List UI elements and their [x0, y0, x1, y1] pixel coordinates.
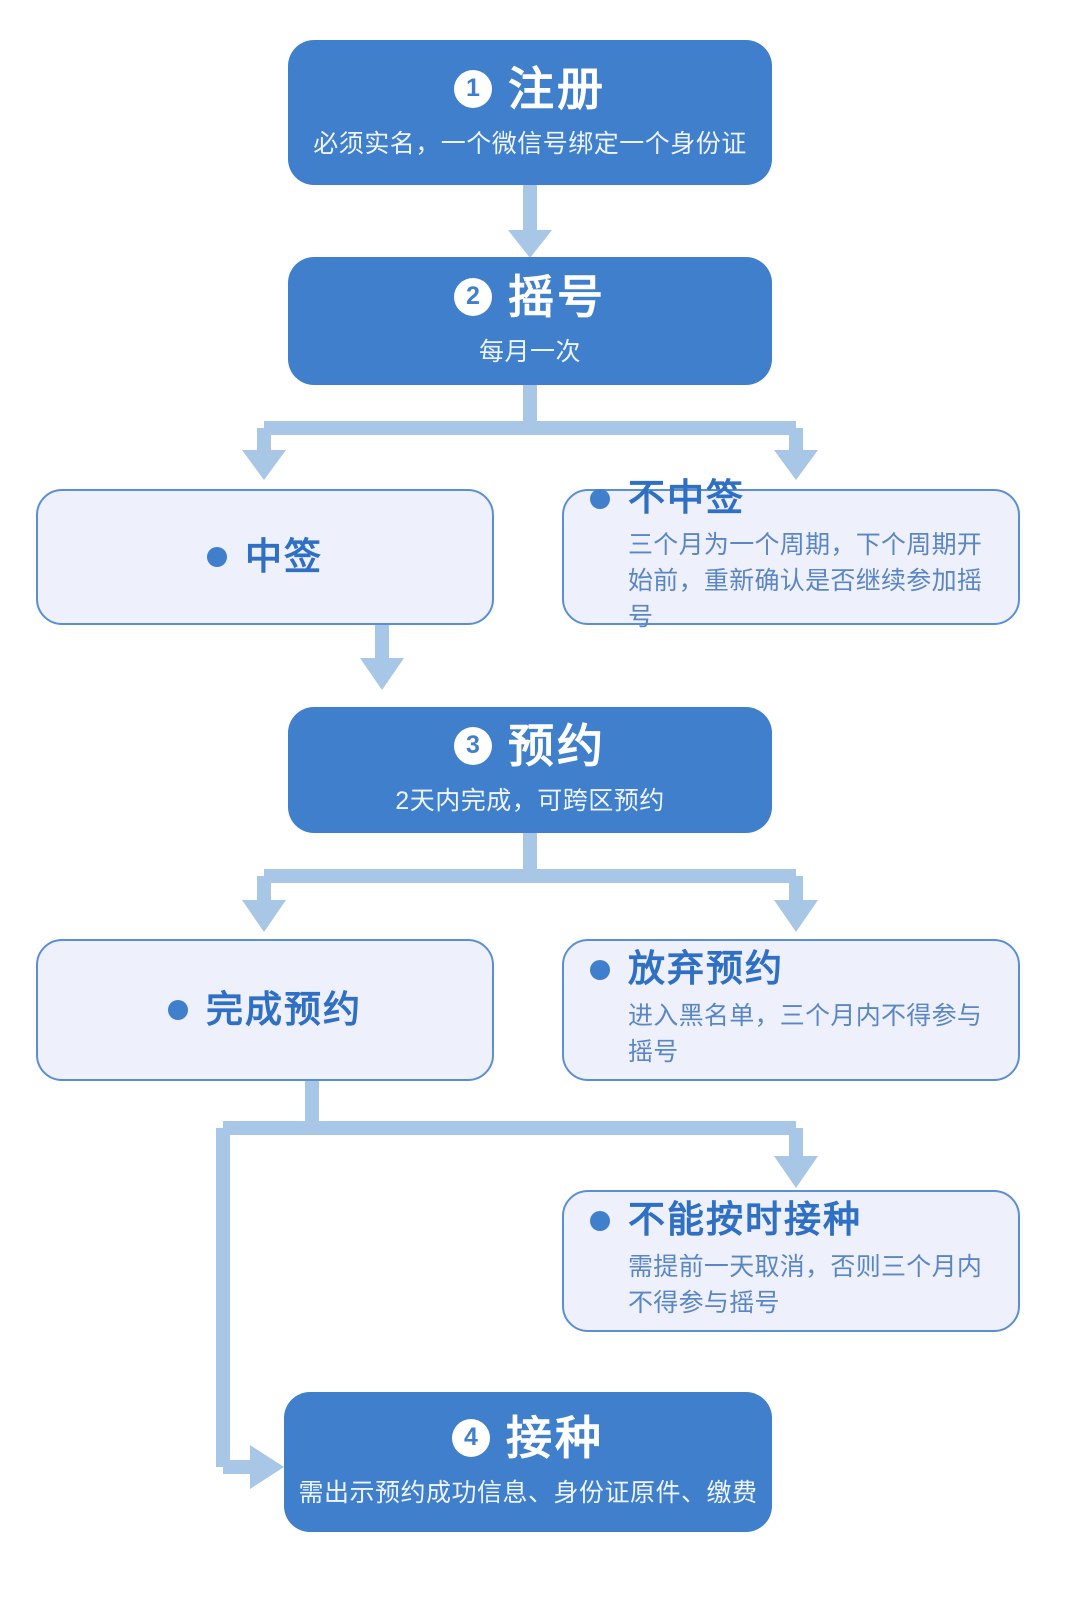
step-3-number-badge: 3 — [454, 727, 492, 765]
connector-step3-split — [242, 833, 818, 932]
step-3-title: 预约 — [508, 720, 606, 772]
bullet-icon — [207, 547, 227, 567]
step-1-title-row: 1 注册 — [454, 66, 606, 112]
step-4-number-badge: 4 — [452, 1419, 490, 1457]
branch-bunenganshijiezhong-heading-row: 不能按时接种 — [590, 1200, 992, 1241]
branch-zhongqian-heading-row: 中签 — [207, 535, 323, 578]
bullet-icon — [590, 1210, 610, 1231]
step-2-subtitle: 每月一次 — [478, 338, 581, 366]
step-1-title: 注册 — [508, 62, 606, 115]
step-4-title-row: 4 接种 — [452, 1415, 604, 1461]
branch-wanchengyuyue-heading-row: 完成预约 — [168, 988, 362, 1031]
step-4-subtitle: 需出示预约成功信息、身份证原件、缴费 — [298, 1479, 758, 1507]
step-card-4[interactable]: 4 接种 需出示预约成功信息、身份证原件、缴费 — [284, 1392, 772, 1532]
branch-card-bunenganshijiezhong[interactable]: 不能按时接种 需提前一天取消，否则三个月内不得参与摇号 — [562, 1190, 1020, 1332]
branch-fangqiyuyue-heading-row: 放弃预约 — [590, 949, 992, 990]
branch-card-fangqiyuyue[interactable]: 放弃预约 进入黑名单，三个月内不得参与摇号 — [562, 939, 1020, 1081]
step-3-title-row: 3 预约 — [454, 723, 606, 769]
branch-buzhongqian-heading-row: 不中签 — [590, 478, 992, 519]
step-2-number-badge: 2 — [454, 278, 492, 316]
bullet-icon — [590, 959, 610, 980]
connector-step1-to-step2 — [508, 185, 552, 258]
step-1-subtitle: 必须实名，一个微信号绑定一个身份证 — [313, 129, 747, 158]
branch-wanchengyuyue-heading: 完成预约 — [206, 988, 362, 1030]
step-card-1[interactable]: 1 注册 必须实名，一个微信号绑定一个身份证 — [288, 40, 772, 185]
branch-fangqiyuyue-body: 进入黑名单，三个月内不得参与摇号 — [628, 1002, 983, 1067]
connector-zhongqian-to-step3 — [360, 625, 404, 690]
step-2-title: 摇号 — [508, 271, 606, 323]
branch-card-buzhongqian[interactable]: 不中签 三个月为一个周期，下个周期开始前，重新确认是否继续参加摇号 — [562, 478, 1020, 631]
step-2-title-row: 2 摇号 — [454, 274, 606, 320]
connector-to-step4 — [216, 1128, 284, 1489]
branch-fangqiyuyue-heading: 放弃预约 — [628, 948, 784, 990]
branch-bunenganshijiezhong-heading: 不能按时接种 — [628, 1199, 862, 1241]
step-4-title: 接种 — [506, 1412, 604, 1464]
branch-bunenganshijiezhong-body: 需提前一天取消，否则三个月内不得参与摇号 — [628, 1253, 983, 1318]
branch-buzhongqian-heading: 不中签 — [628, 477, 745, 519]
branch-card-wanchengyuyue[interactable]: 完成预约 — [36, 939, 494, 1081]
step-card-2[interactable]: 2 摇号 每月一次 — [288, 257, 772, 385]
connector-wancheng-split — [223, 1081, 818, 1188]
connector-step2-split — [242, 385, 818, 480]
branch-buzhongqian-body: 三个月为一个周期，下个周期开始前，重新确认是否继续参加摇号 — [628, 530, 983, 632]
branch-card-zhongqian[interactable]: 中签 — [36, 489, 494, 625]
step-card-3[interactable]: 3 预约 2天内完成，可跨区预约 — [288, 707, 772, 833]
step-3-subtitle: 2天内完成，可跨区预约 — [395, 787, 665, 815]
step-1-number-badge: 1 — [454, 69, 492, 108]
bullet-icon — [590, 488, 610, 509]
bullet-icon — [168, 1000, 188, 1020]
branch-zhongqian-heading: 中签 — [245, 535, 323, 577]
